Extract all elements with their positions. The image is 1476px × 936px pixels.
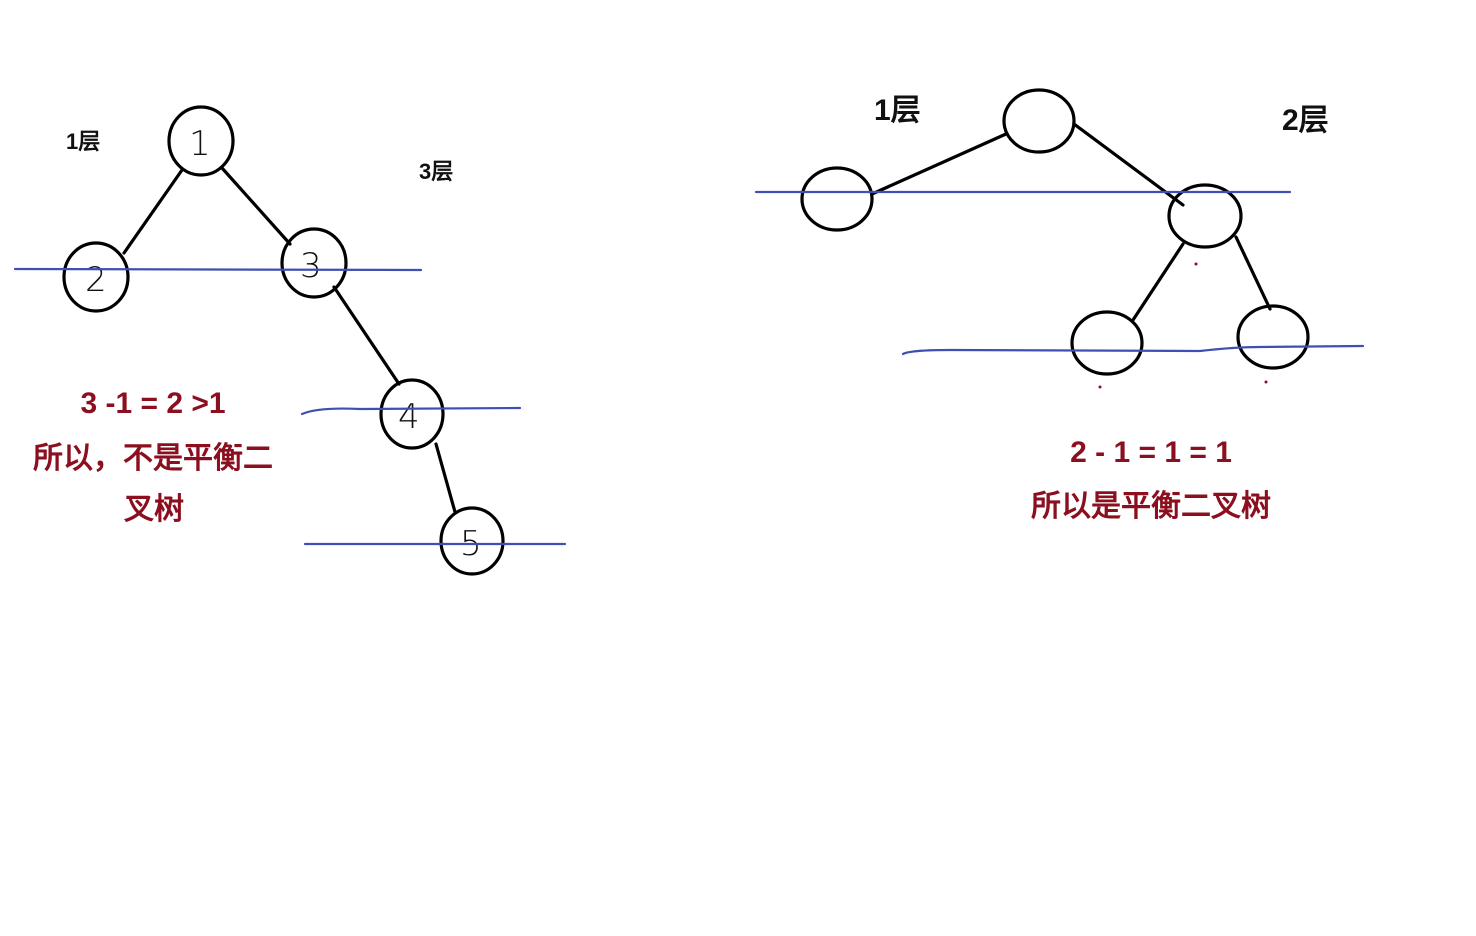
- left-node-4: [379, 378, 445, 450]
- right-node-leaf-right: [1236, 304, 1310, 370]
- left-level-line-2: [13, 267, 423, 272]
- left-node-5: [439, 506, 505, 576]
- right-level-label-right: 2层: [1282, 104, 1329, 137]
- left-tree: 1 2 3 4 5 1层 3层 3 -1 = 2 >1 所以，不是平衡二 叉树: [13, 105, 567, 576]
- right-calc: 2 - 1 = 1 = 1: [1070, 436, 1232, 469]
- left-node-4-label: 4: [398, 397, 420, 437]
- edge-1-3: [220, 166, 292, 246]
- edge-root-left: [870, 132, 1008, 196]
- mark-dot: [1098, 385, 1102, 389]
- right-result: 所以是平衡二叉树: [1031, 490, 1271, 523]
- left-result-line1: 所以，不是平衡二: [33, 442, 273, 475]
- edge-3-4: [332, 285, 401, 386]
- right-level-label-left: 1层: [874, 94, 921, 127]
- right-level-line-3: [901, 344, 1365, 356]
- left-calc: 3 -1 = 2 >1: [80, 387, 225, 420]
- left-node-2-label: 2: [85, 260, 107, 300]
- edge-4-5: [434, 442, 457, 514]
- left-node-1: [167, 105, 235, 177]
- edge-right-rightleaf: [1234, 235, 1272, 311]
- left-result-line2: 叉树: [123, 493, 184, 526]
- right-node-left: [800, 166, 874, 232]
- edge-1-2: [122, 168, 184, 255]
- left-node-3-label: 3: [300, 246, 322, 286]
- right-node-right: [1167, 183, 1243, 249]
- left-level-line-3: [300, 406, 522, 416]
- mark-dot: [1194, 262, 1198, 266]
- left-node-2: [62, 241, 130, 313]
- left-level-label-top: 1层: [66, 129, 100, 154]
- right-node-root: [1002, 88, 1076, 154]
- right-node-leaf-left: [1070, 310, 1144, 376]
- mark-dot: [1264, 380, 1268, 384]
- edge-right-leftleaf: [1131, 242, 1185, 322]
- right-tree: 1层 2层 2 - 1 = 1 = 1 所以是平衡二叉树: [754, 88, 1365, 523]
- left-node-3: [280, 227, 348, 299]
- left-level-label-right: 3层: [419, 159, 453, 184]
- left-node-1-label: 1: [189, 124, 211, 164]
